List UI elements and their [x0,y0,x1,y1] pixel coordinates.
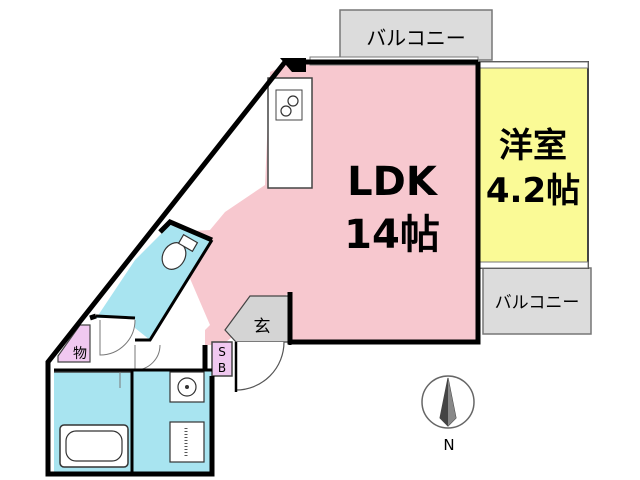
wall-corner [280,58,306,72]
western-room: 洋室 4.2帖 [477,61,589,269]
balcony-top-label: バルコニー [366,26,466,50]
bathroom [54,371,132,472]
interior-walls [54,239,292,474]
compass: N [421,375,475,454]
shoe-box: S B [211,341,233,377]
kitchen-counter [267,77,313,189]
toilet-icon [161,233,199,270]
storage-label: 物 [73,346,87,362]
balcony-right-label: バルコニー [495,293,580,313]
front-door [234,341,285,392]
hallway [54,318,205,388]
bathtub-icon [59,424,129,468]
washbasin-icon [169,371,205,403]
washroom [131,370,212,472]
western-room-size: 4.2帖 [486,171,580,211]
ldk-room: LDK 14帖 [170,56,479,345]
stove-icon [280,95,299,117]
ldk-size: 14帖 [344,212,440,258]
balcony-right: バルコニー [482,267,592,335]
compass-north-label: N [443,436,454,454]
shoe-box-s: S [218,345,226,359]
toilet-room [95,225,212,340]
western-room-name: 洋室 [499,126,567,166]
entrance-label: 玄 [254,317,271,337]
shoe-box-b: B [218,361,226,375]
balcony-top: バルコニー [339,9,493,61]
washer-icon [169,421,205,463]
ldk-name: LDK [347,159,439,205]
